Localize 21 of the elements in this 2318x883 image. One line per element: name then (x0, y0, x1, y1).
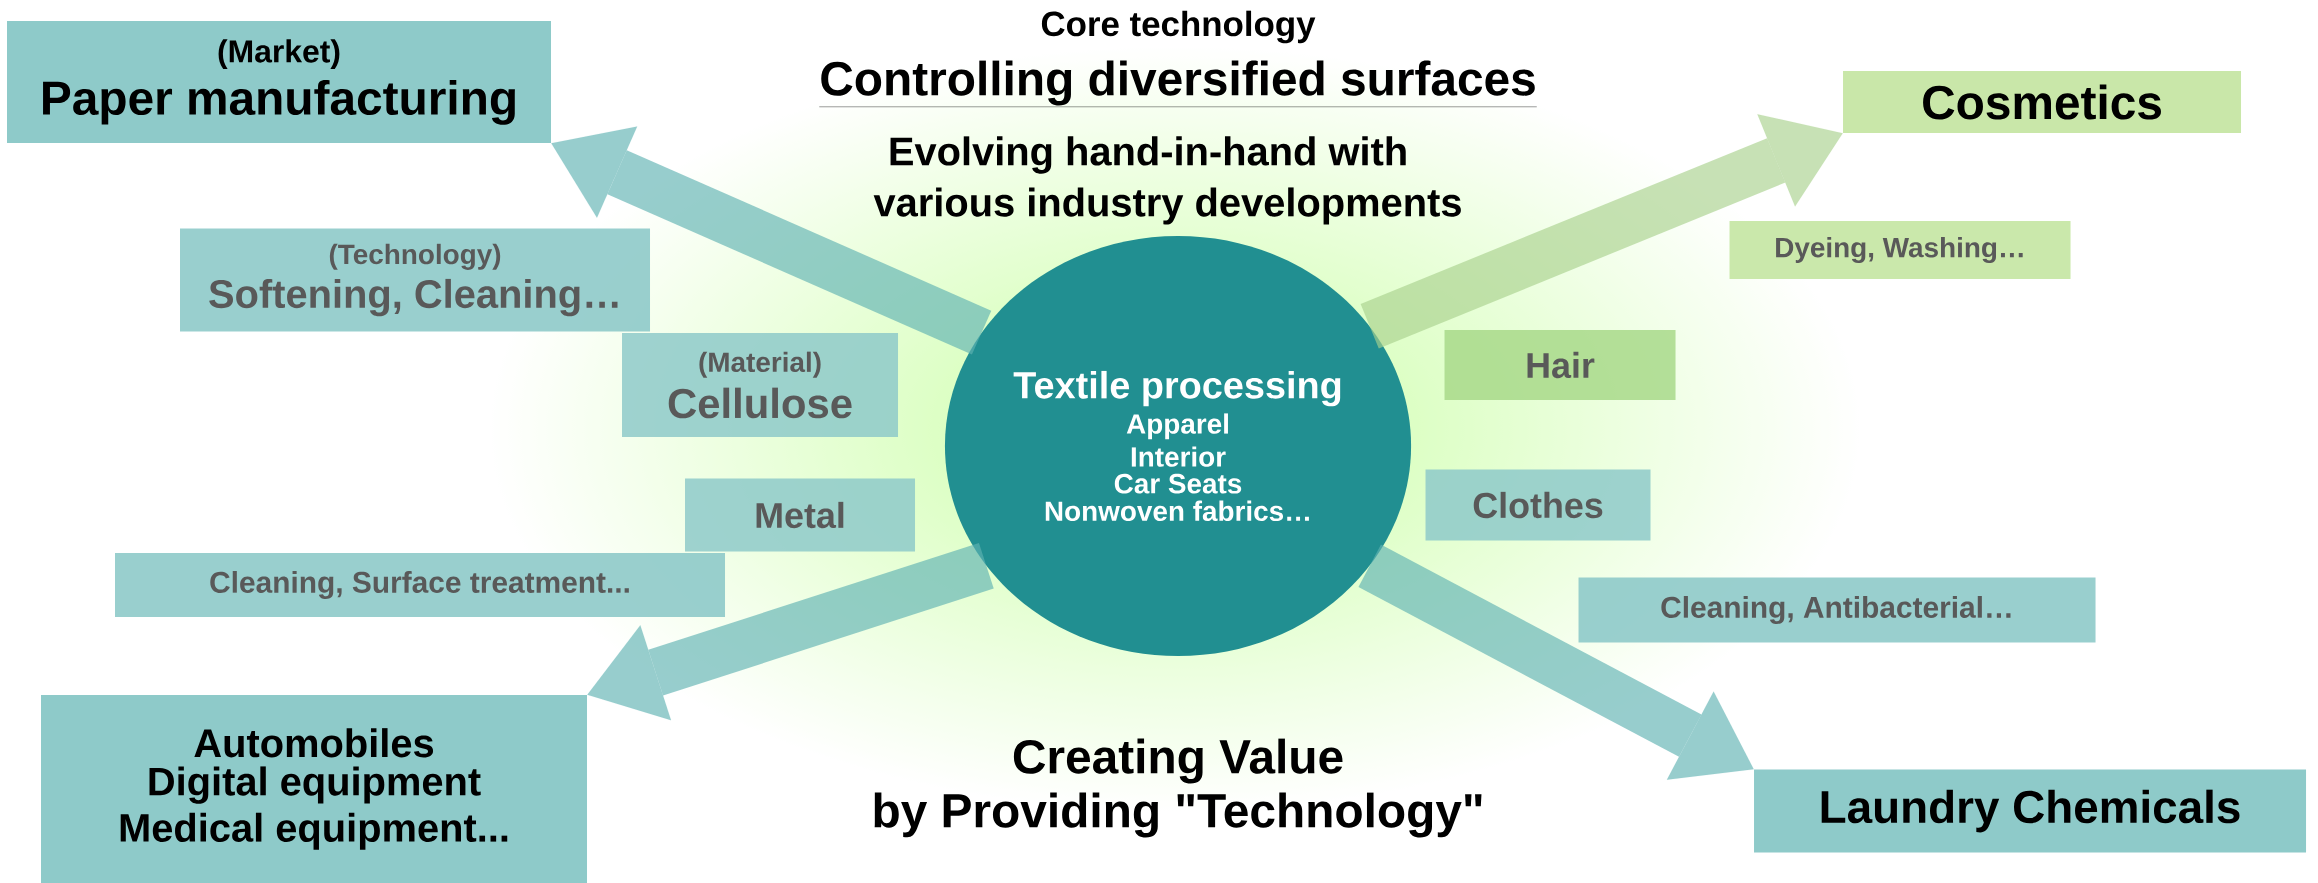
category-box: Laundry Chemicals (1754, 769, 2307, 853)
arrow (1358, 544, 1754, 780)
arrow (587, 542, 994, 721)
category-box: Metal (685, 478, 915, 552)
category-box: Dyeing, Washing… (1729, 221, 2071, 279)
subtitle: Evolving hand-in-hand with (890, 136, 1406, 174)
category-box: Hair (1444, 330, 1676, 400)
category-box: Cleaning, Antibacterial… (1578, 577, 2096, 643)
subtitle: various industry developments (873, 187, 1461, 225)
category-box: (Market) Paper manufacturing (7, 21, 551, 143)
category-box: Clothes (1425, 469, 1651, 541)
heading: Controlling diversified surfaces (819, 60, 1537, 107)
category-box: (Technology) Softening, Cleaning… (180, 228, 650, 332)
arrow (1360, 114, 1843, 349)
slogan: by Providing "Technology" (874, 792, 1482, 838)
heading: Core technology (1041, 10, 1316, 44)
slogan: Creating Value (1013, 738, 1343, 784)
category-box: Automobiles Digital equipment Medical equipment... (41, 695, 587, 883)
category-box: Cosmetics (1843, 71, 2242, 133)
category-box: (Material) Cellulose (622, 333, 898, 437)
arrow (551, 126, 992, 355)
